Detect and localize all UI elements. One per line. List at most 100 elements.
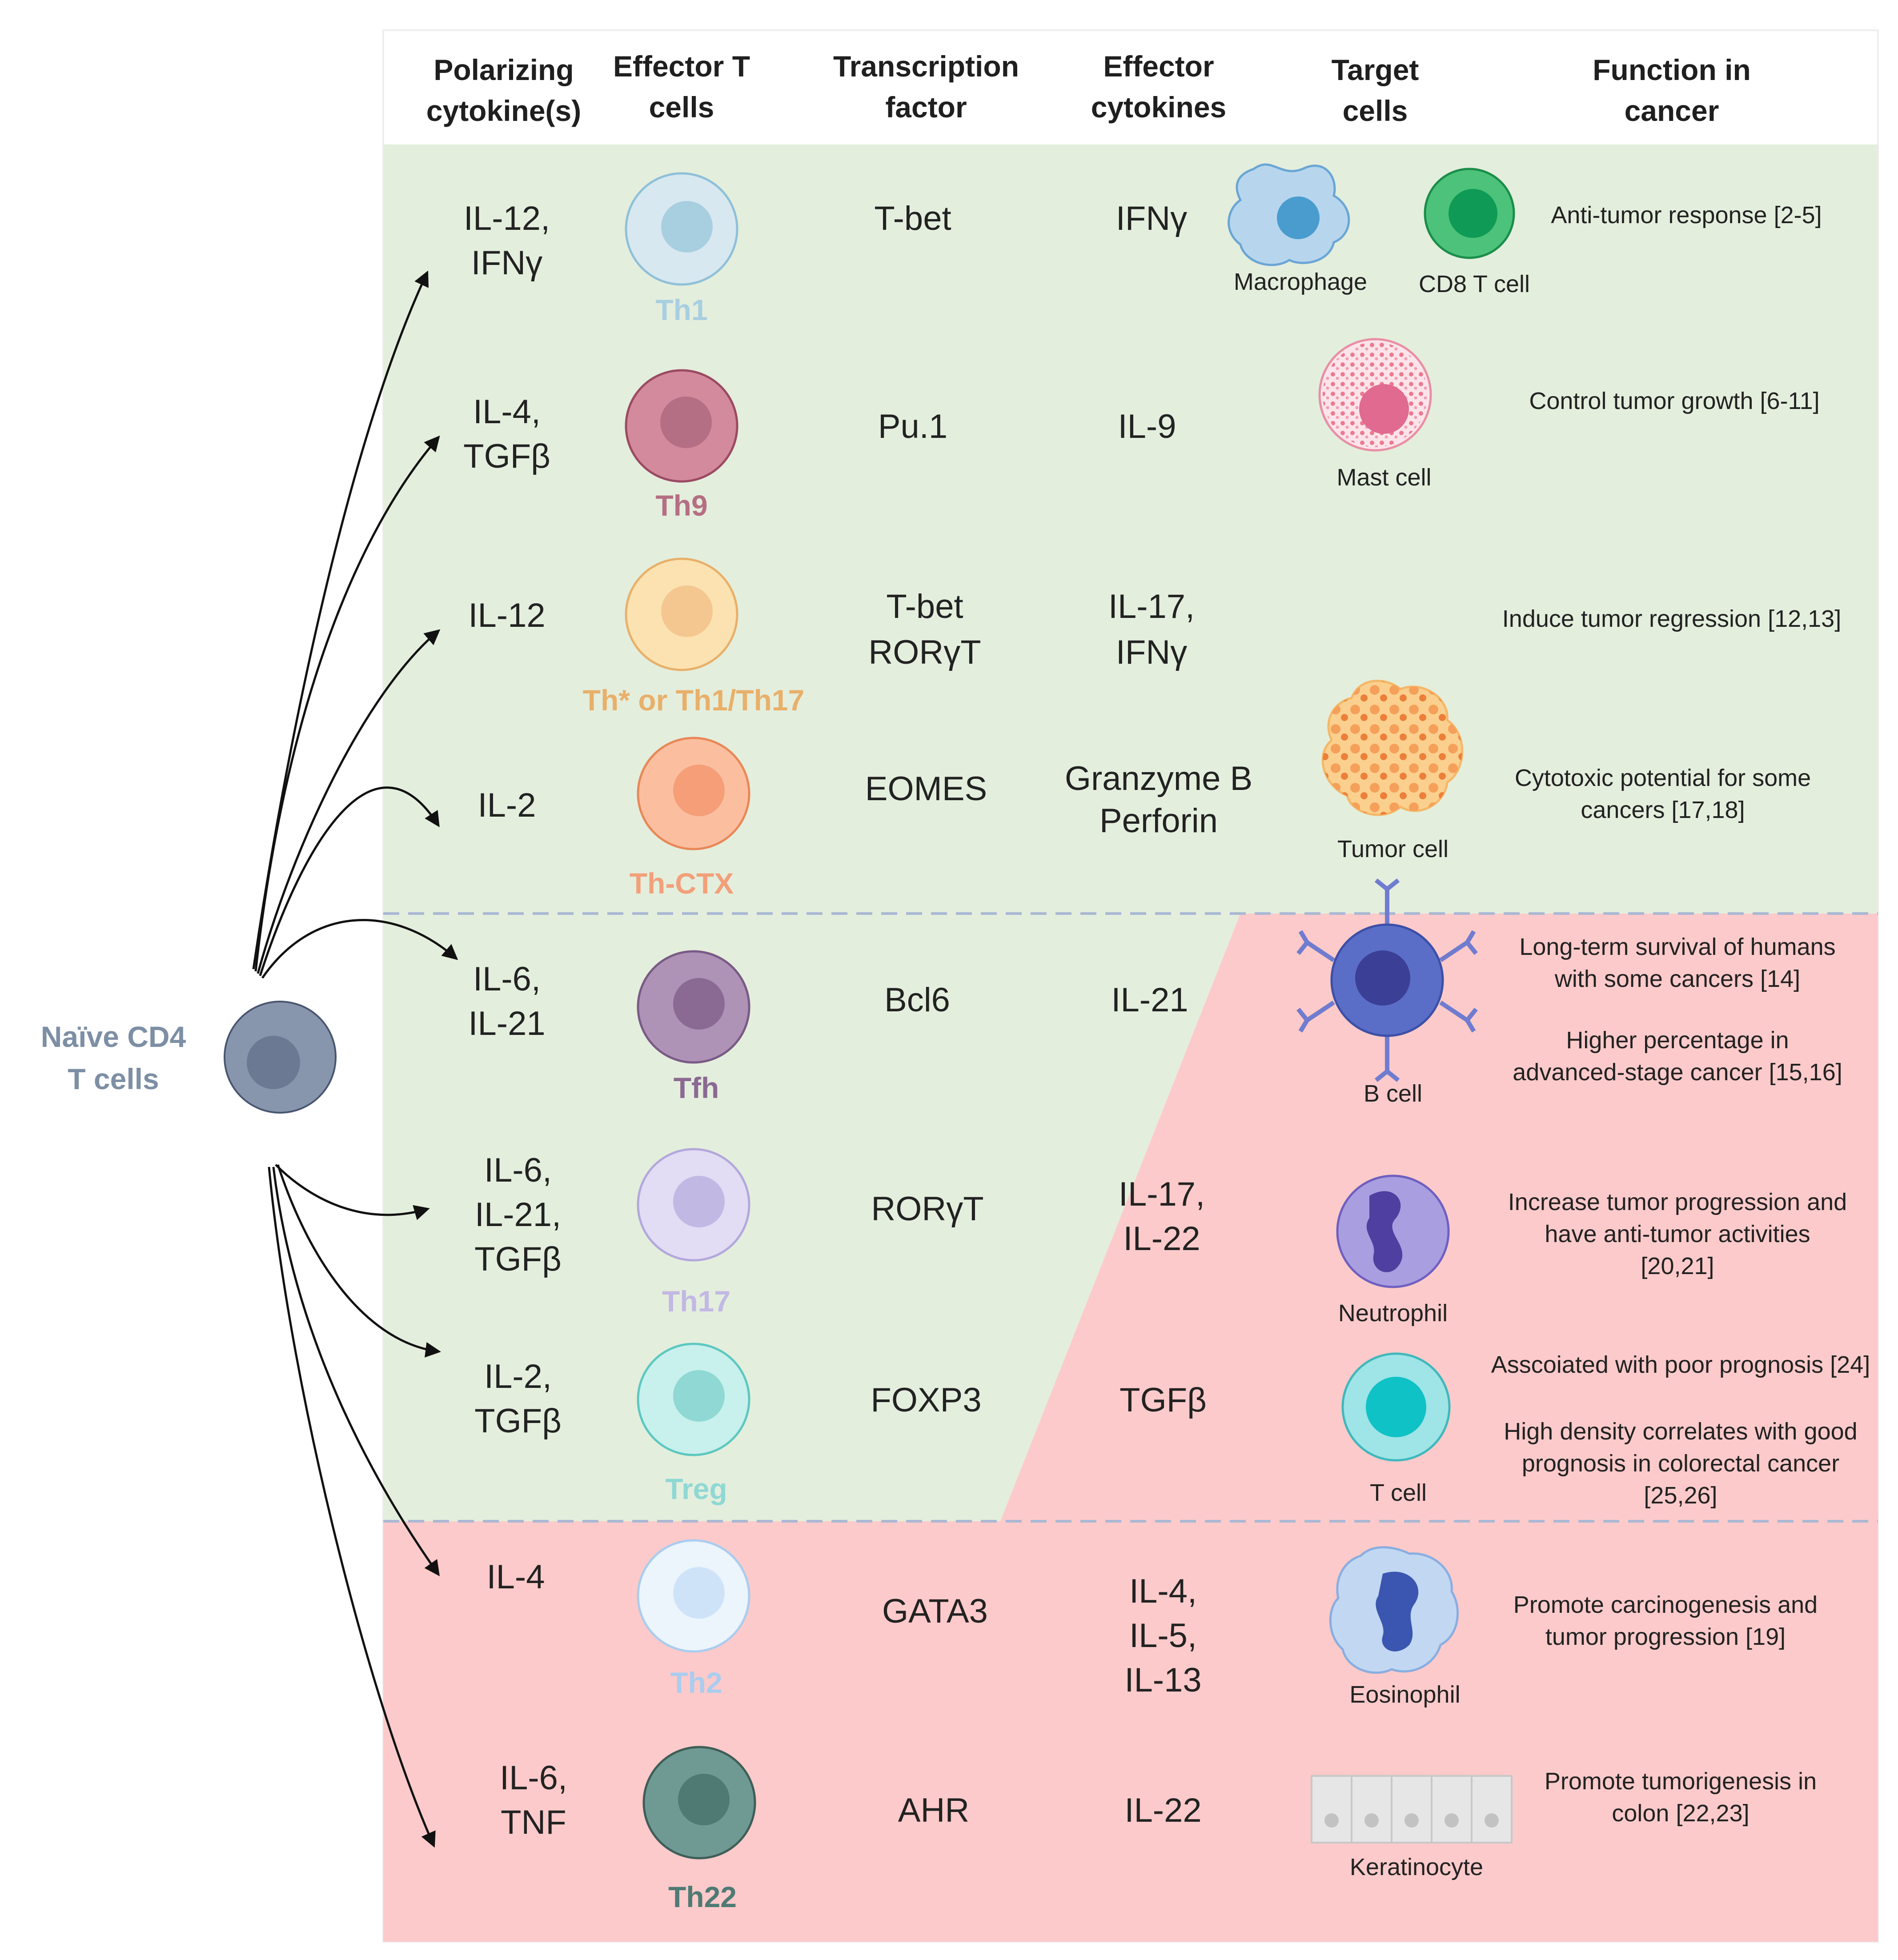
- tumor-cell-icon: [1321, 680, 1464, 816]
- th2-cell-icon: [637, 1539, 750, 1653]
- arrow-to-th9: [254, 435, 440, 972]
- polarizing-text: IL-4,: [473, 393, 541, 431]
- transcription-factor: Bcl6: [884, 981, 950, 1019]
- polarizing-text: IL-4: [487, 1558, 545, 1596]
- function-text: Long-term survival of humans: [1519, 934, 1835, 960]
- header-effector-cytokines-line2: cytokines: [1091, 91, 1226, 124]
- anti-tumor-region-top: [383, 144, 1878, 914]
- polarizing-text: IL-12,: [464, 200, 550, 237]
- polarizing-text: IL-6,: [473, 960, 541, 998]
- effector-cytokine: IL-5,: [1129, 1617, 1197, 1655]
- th1-cell-icon: [625, 172, 738, 286]
- transcription-factor: Pu.1: [878, 408, 947, 445]
- polarizing-text: TGFβ: [463, 437, 550, 475]
- effector-cytokine: IL-13: [1124, 1661, 1201, 1699]
- cd8-t-cell-icon: [1424, 168, 1515, 259]
- arrow-to-th22: [268, 1166, 436, 1848]
- effector-cytokine: IL-17,: [1119, 1175, 1205, 1213]
- cell-name: Th-CTX: [630, 867, 734, 900]
- function-text: Anti-tumor response [2-5]: [1551, 202, 1822, 228]
- target-label: T cell: [1370, 1479, 1427, 1506]
- t-cell-icon: [1341, 1352, 1451, 1462]
- mast-cell-icon: [1318, 338, 1432, 452]
- pro-tumor-region-bottom: [383, 1521, 1878, 1942]
- target-label: Mast cell: [1336, 464, 1431, 491]
- effector-cytokine: IFNγ: [1116, 200, 1187, 237]
- cell-name: Th* or Th1/Th17: [583, 684, 805, 717]
- header-target-line2: cells: [1343, 94, 1408, 127]
- naive-label-line2: T cells: [68, 1062, 159, 1095]
- cell-name: Th17: [662, 1285, 730, 1318]
- target-label: Neutrophil: [1338, 1300, 1448, 1327]
- header-effector-t-line1: Effector T: [613, 50, 750, 83]
- cell-name: Th2: [670, 1666, 722, 1699]
- polarizing-text: IFNγ: [471, 244, 542, 282]
- effector-cytokine: Perforin: [1099, 802, 1218, 840]
- function-text: Promote tumorigenesis in: [1545, 1768, 1817, 1795]
- cell-name: Treg: [665, 1472, 727, 1505]
- function-text: [25,26]: [1644, 1482, 1717, 1509]
- header-polarizing-line1: Polarizing: [433, 53, 574, 86]
- function-text: have anti-tumor activities: [1545, 1221, 1810, 1247]
- row-treg: IL-2, TGFβ Treg FOXP3 TGFβ: [474, 1343, 1207, 1505]
- effector-cytokine: IL-22: [1124, 1792, 1201, 1829]
- function-text: Induce tumor regression [12,13]: [1502, 605, 1841, 632]
- effector-cytokine: IL-9: [1118, 408, 1176, 445]
- cell-name: Tfh: [674, 1071, 719, 1104]
- polarizing-text: IL-21: [468, 1005, 545, 1042]
- target-label: Tumor cell: [1337, 836, 1449, 862]
- thstar-cell-icon: [625, 557, 738, 671]
- polarizing-text: IL-6,: [484, 1151, 552, 1189]
- anti-tumor-region-middle: [383, 914, 1240, 1521]
- transcription-factor: GATA3: [882, 1592, 988, 1630]
- arrow-to-thctx: [259, 786, 440, 976]
- target-label: Macrophage: [1234, 269, 1367, 295]
- function-text: Higher percentage in: [1566, 1027, 1789, 1054]
- polarizing-text: TNF: [501, 1804, 566, 1841]
- function-text: Control tumor growth [6-11]: [1529, 388, 1819, 414]
- function-column: Anti-tumor response [2-5] Control tumor …: [1491, 202, 1870, 1827]
- th22-cell-icon: [642, 1746, 756, 1860]
- header-effector-t-line2: cells: [649, 91, 714, 124]
- th9-cell-icon: [625, 369, 738, 483]
- transcription-factor: RORγT: [871, 1190, 983, 1228]
- function-text: Asscoiated with poor prognosis [24]: [1491, 1351, 1870, 1378]
- cell-name: Th22: [668, 1880, 737, 1913]
- arrow-to-treg: [277, 1164, 441, 1358]
- transcription-factor: FOXP3: [871, 1381, 981, 1419]
- row-th17: IL-6, IL-21, TGFβ Th17 RORγT IL-17, IL-2…: [474, 1148, 1205, 1318]
- keratinocyte-icon: [1311, 1775, 1513, 1844]
- function-text: with some cancers [14]: [1554, 966, 1800, 992]
- tfh-cell-icon: [637, 950, 750, 1064]
- function-text: colon [22,23]: [1612, 1800, 1749, 1827]
- header-effector-cytokines-line1: Effector: [1103, 50, 1214, 83]
- function-text: [20,21]: [1641, 1253, 1714, 1279]
- eosinophil-icon: [1329, 1546, 1459, 1674]
- transcription-factor: T-bet: [886, 588, 963, 625]
- transcription-factor: T-bet: [874, 200, 951, 237]
- effector-cytokine: IL-4,: [1129, 1572, 1197, 1610]
- row-th1: IL-12, IFNγ Th1 T-bet IFNγ: [464, 172, 1187, 326]
- row-tfh: IL-6, IL-21 Tfh Bcl6 IL-21: [468, 950, 1188, 1104]
- effector-cytokine: IFNγ: [1116, 633, 1187, 671]
- header-function-line1: Function in: [1593, 53, 1751, 86]
- polarizing-text: IL-21,: [475, 1196, 561, 1234]
- effector-cytokine: IL-21: [1111, 981, 1188, 1019]
- neutrophil-icon: [1336, 1174, 1450, 1288]
- cell-name: Th1: [655, 293, 707, 326]
- transcription-factor: RORγT: [868, 633, 981, 671]
- header-transcription-line2: factor: [885, 91, 967, 124]
- row-thstar: IL-12 Th* or Th1/Th17 T-bet RORγT IL-17,…: [468, 557, 1195, 717]
- transcription-factor: AHR: [898, 1792, 969, 1829]
- naive-label-line1: Naïve CD4: [41, 1020, 186, 1053]
- function-text: advanced-stage cancer [15,16]: [1513, 1059, 1842, 1086]
- naive-cd4-cell: [224, 1001, 337, 1114]
- target-label: Keratinocyte: [1350, 1854, 1483, 1880]
- header-function-line2: cancer: [1625, 94, 1719, 127]
- arrow-to-thstar: [257, 629, 441, 974]
- arrow-to-th17: [275, 1164, 430, 1220]
- b-cell-icon: [1296, 878, 1478, 1082]
- function-text: Increase tumor progression and: [1508, 1189, 1847, 1215]
- target-label: Eosinophil: [1349, 1681, 1460, 1708]
